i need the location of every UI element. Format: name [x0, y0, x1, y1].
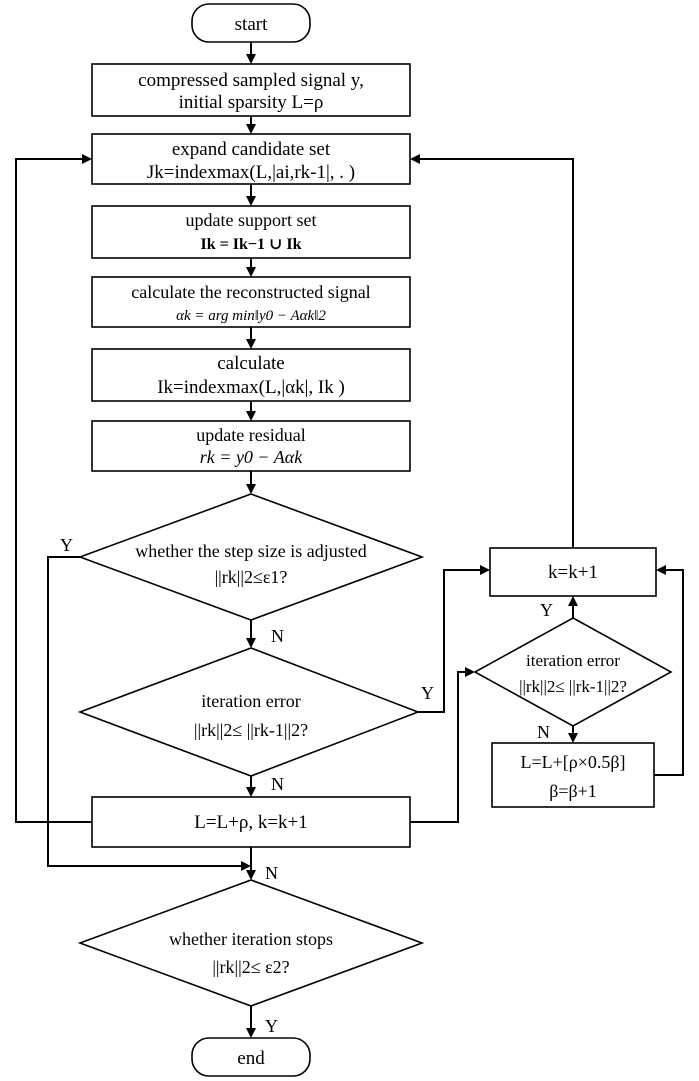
step-size-line-2: ||rk||2≤ε1?: [215, 567, 288, 587]
edge-lupdate-to-iter2: [410, 671, 465, 823]
update-residual-line-2: rk = y0 − Aαk: [200, 447, 303, 467]
expand-candidate-line-1: expand candidate set: [172, 139, 331, 160]
arrowhead-residual: [246, 411, 256, 421]
start-label: start: [235, 14, 268, 35]
arrowhead-lbeta: [568, 733, 578, 743]
label-iter2-yes: Y: [540, 600, 553, 620]
iteration-stops-line-2: ||rk||2≤ ε2?: [212, 957, 289, 977]
arrowhead-expand: [246, 124, 256, 134]
arrowhead-kinc-from-right: [656, 565, 666, 575]
label-iter2-no: N: [537, 722, 550, 742]
arrowhead-stops-from-left: [241, 861, 251, 871]
update-residual-line-1: update residual: [196, 425, 305, 445]
edge-lupdate-loop-back: [15, 158, 92, 823]
arrowhead-calc: [246, 339, 256, 349]
l-beta-line-2: β=β+1: [549, 781, 597, 801]
iteration-error-right-line-2: ||rk||2≤ ||rk-1||2?: [519, 677, 627, 696]
label-stops-yes: Y: [265, 1016, 278, 1036]
label-iter1-yes: Y: [421, 683, 434, 703]
expand-candidate-line-2: Jk=indexmax(L,|ai,rk-1|, . ): [147, 162, 355, 183]
arrowhead-lupdate: [246, 787, 256, 797]
label-stepsize-yes: Y: [60, 535, 73, 555]
arrowhead-expand-from-right: [410, 154, 420, 164]
iteration-error-right-decision: [473, 617, 673, 727]
input-signal-box: [91, 63, 411, 117]
input-signal-line-2: initial sparsity L=ρ: [179, 92, 324, 113]
arrowhead-stops: [246, 870, 256, 880]
arrowhead-kinc-from-below: [568, 596, 578, 606]
calculate-line-2: Ik=indexmax(L,|αk|, Ik ): [157, 377, 345, 398]
update-support-box: [91, 205, 411, 259]
step-size-line-1: whether the step size is adjusted: [135, 541, 366, 561]
label-stepsize-no: N: [271, 626, 284, 646]
end-label: end: [237, 1048, 265, 1069]
arrowhead-iter1: [246, 638, 256, 648]
edge-kinc-to-expand: [420, 158, 574, 548]
edge-lbeta-to-kinc: [654, 569, 684, 776]
arrowhead-reconstruct: [246, 267, 256, 277]
iteration-error-line-1: iteration error: [201, 691, 300, 711]
arrowhead-expand-from-left: [82, 154, 92, 164]
edge-stepsize-yes: [47, 556, 243, 867]
edge-iter1-yes: [418, 569, 480, 713]
iteration-error-right-line-1: iteration error: [526, 651, 620, 670]
l-beta-line-1: L=L+[ρ×0.5β]: [520, 752, 625, 772]
l-update-label: L=L+ρ, k=k+1: [194, 812, 308, 833]
calculate-line-1: calculate: [217, 353, 285, 374]
arrowhead-iter2: [465, 667, 475, 677]
iteration-stops-line-1: whether iteration stops: [169, 929, 333, 949]
k-increment-label: k=k+1: [548, 562, 598, 583]
label-stops-no: N: [265, 863, 278, 883]
update-support-line-1: update support set: [186, 210, 317, 230]
arrowhead-input: [246, 54, 256, 64]
reconstruct-line-1: calculate the reconstructed signal: [131, 282, 370, 302]
input-signal-line-1: compressed sampled signal y,: [138, 70, 364, 91]
reconstruct-line-2: αk = arg min‖y0 − Aαk‖2: [176, 308, 326, 324]
update-support-line-2: Ik = Ik−1 ∪ Ik: [200, 236, 301, 253]
arrowhead-kinc-from-left: [480, 565, 490, 575]
arrowhead-end: [246, 1028, 256, 1038]
label-iter1-no: N: [271, 774, 284, 794]
arrowhead-support: [246, 196, 256, 206]
iteration-error-decision: [77, 647, 421, 777]
arrowhead-stepsize: [246, 484, 256, 494]
iteration-error-line-2: ||rk||2≤ ||rk-1||2?: [194, 720, 308, 740]
